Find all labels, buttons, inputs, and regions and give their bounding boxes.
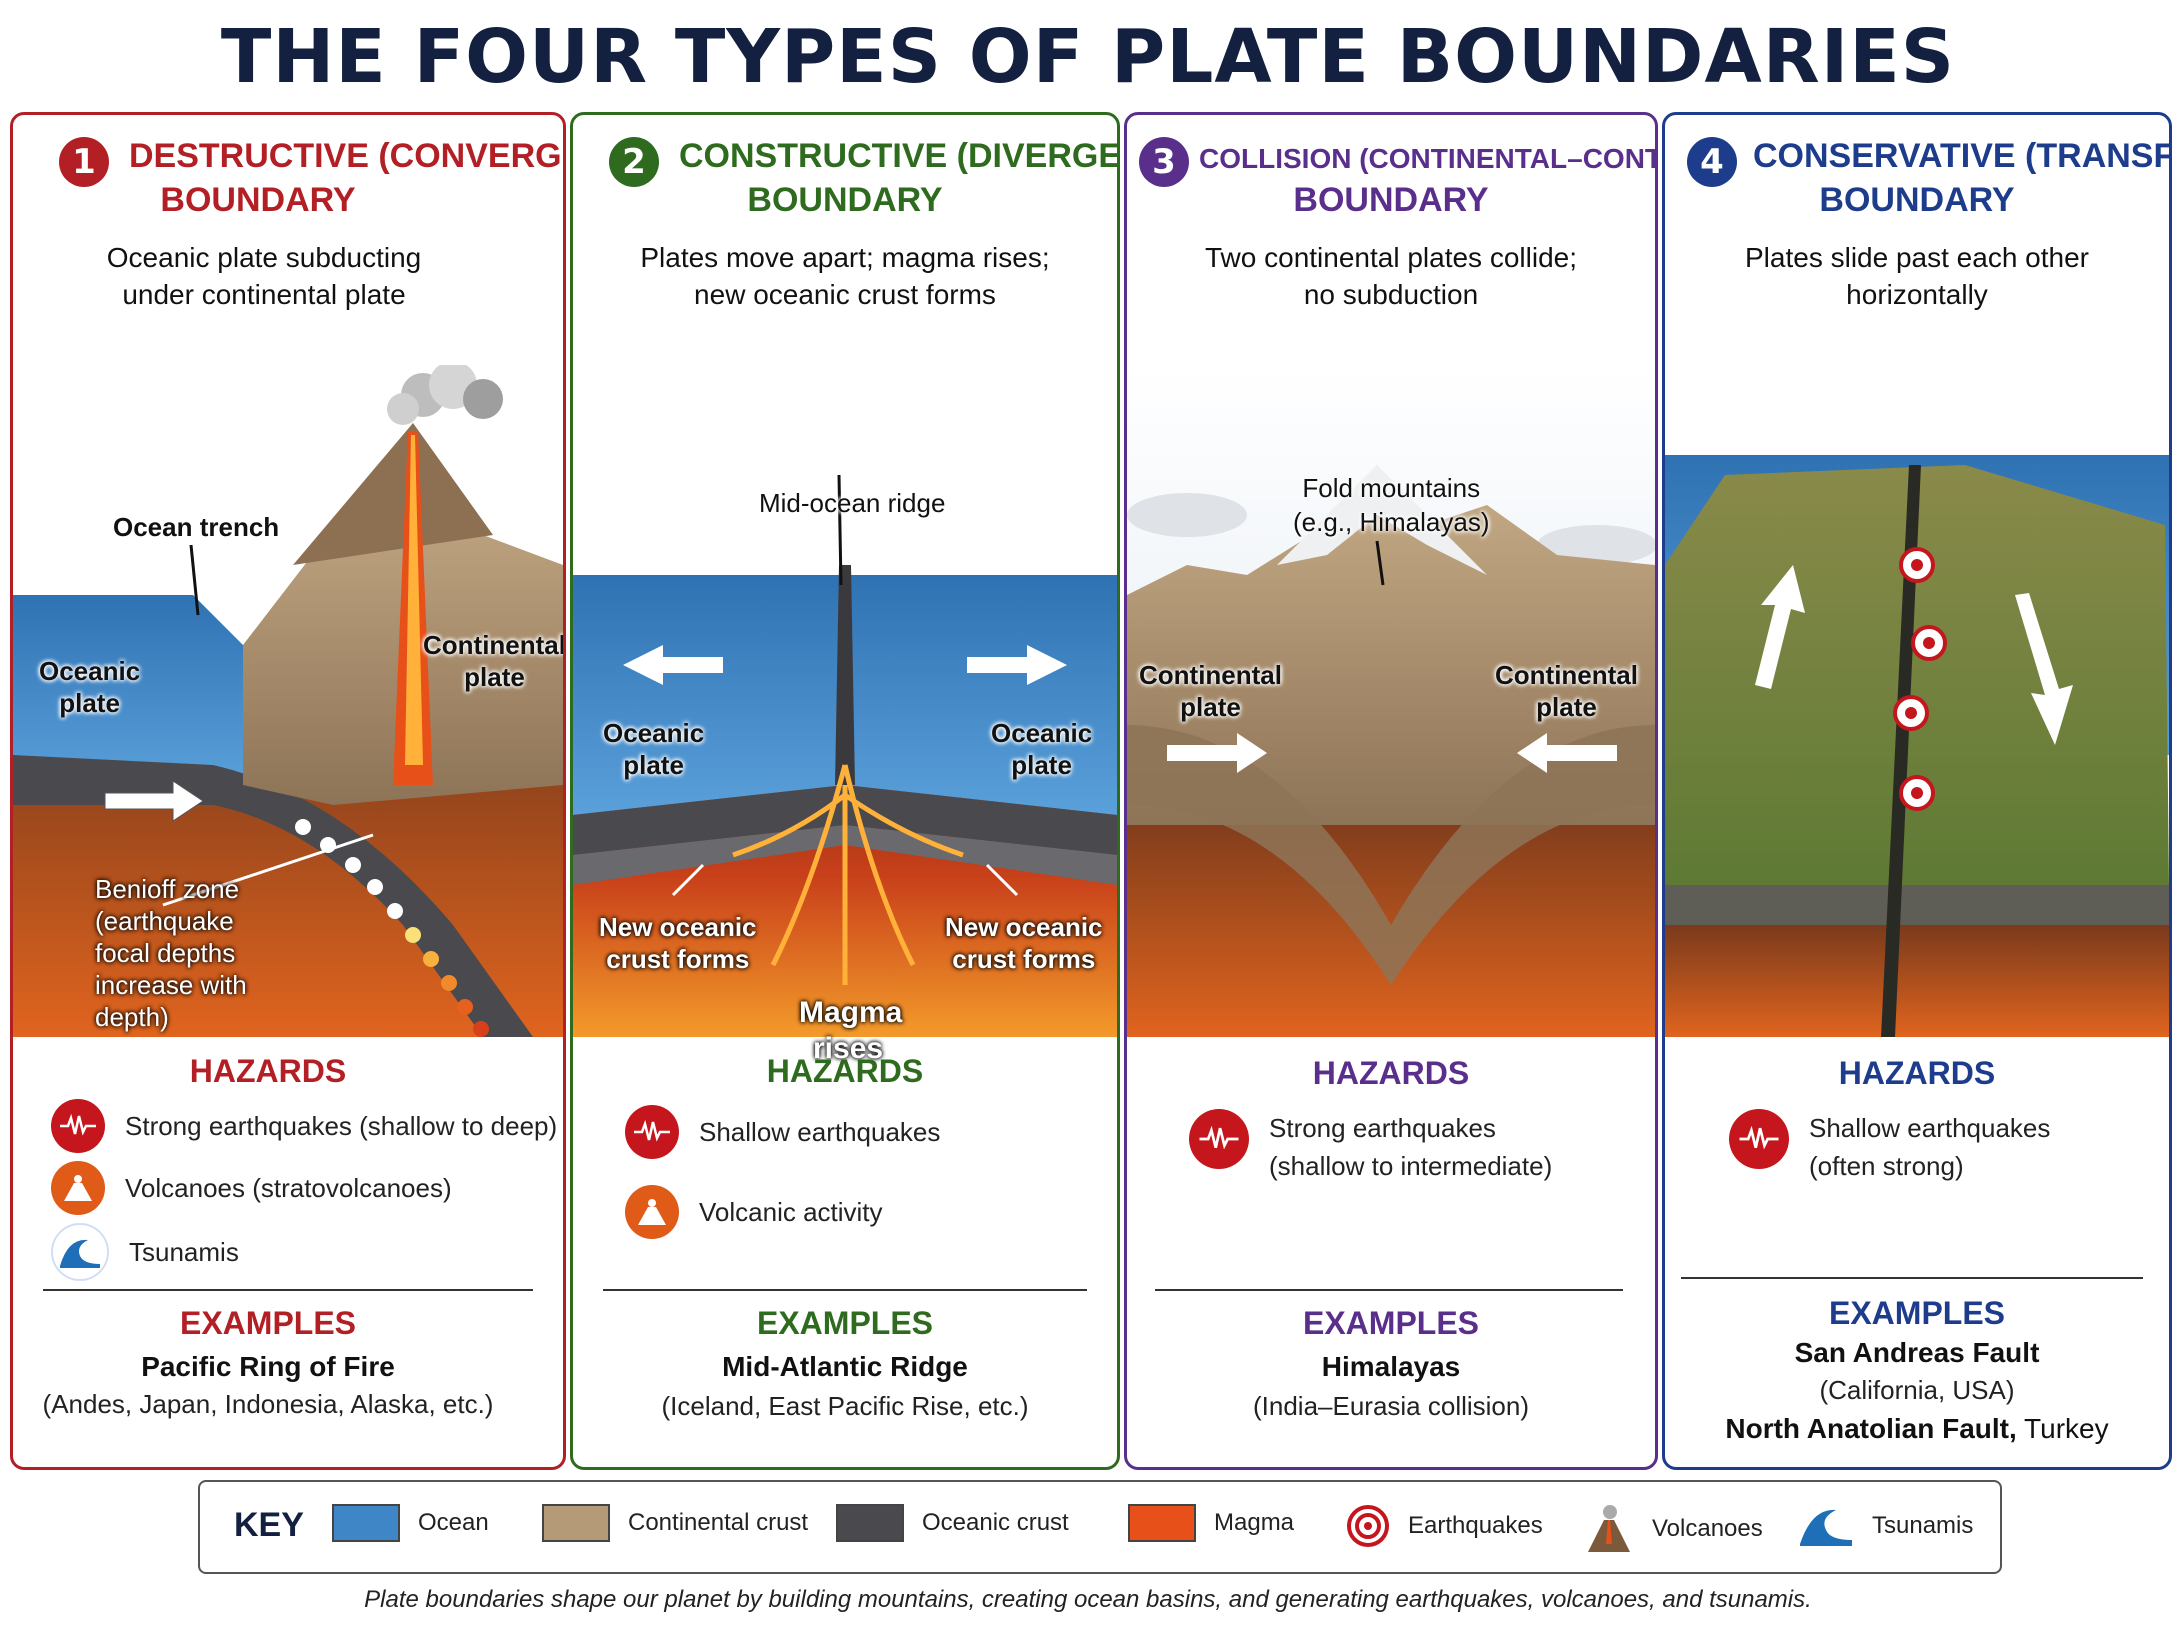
example-sub: (Iceland, East Pacific Rise, etc.)	[661, 1391, 1029, 1421]
key-title: KEY	[234, 1506, 304, 1544]
panel-subheading: BOUNDARY	[747, 181, 943, 219]
hazards-title: HAZARDS	[1312, 1055, 1470, 1091]
earthquake-icon	[625, 1105, 679, 1159]
key-item-continental-crust: Continental crust	[542, 1504, 808, 1542]
panel-description: Two continental plates collide; no subdu…	[1205, 242, 1577, 310]
key-item-oceanic-crust: Oceanic crust	[836, 1504, 1069, 1542]
panel-description: Oceanic plate subducting under continent…	[106, 242, 422, 310]
label-benioff-zone: Benioff zone (earthquake focal depths in…	[95, 874, 247, 1032]
hazard-item: Volcanic activity	[625, 1185, 883, 1239]
example-main: Himalayas	[1321, 1351, 1461, 1382]
panel-heading: CONSTRUCTIVE (DIVERGENT)	[679, 137, 1120, 175]
earthquake-icon	[1729, 1109, 1789, 1169]
volcano-icon	[1588, 1505, 1630, 1552]
volcano-icon	[51, 1161, 105, 1215]
label-new-crust-right: New oceanic crust forms	[945, 912, 1103, 974]
panel-heading: CONSERVATIVE (TRANSFORM)	[1753, 137, 2169, 175]
legend-key: KEY Ocean Continental crust Oceanic crus…	[198, 1480, 2002, 1574]
key-item-ocean: Ocean	[332, 1504, 489, 1542]
key-item-magma: Magma	[1128, 1504, 1294, 1542]
hazard-item: Tsunamis	[51, 1223, 239, 1281]
key-item-tsunamis: Tsunamis	[1798, 1504, 1973, 1548]
examples-title: EXAMPLES	[1828, 1295, 2006, 1331]
target-icon	[1347, 1505, 1389, 1547]
panel-subheading: BOUNDARY	[160, 181, 356, 219]
divider	[1155, 1289, 1623, 1291]
example-main: Mid-Atlantic Ridge	[722, 1351, 968, 1382]
key-item-volcanoes: Volcanoes	[1584, 1504, 1763, 1554]
hazard-item: Shallow earthquakes (often strong)	[1729, 1109, 2050, 1185]
label-continental-plate-left: Continental plate	[1139, 660, 1282, 722]
hazard-item: Strong earthquakes (shallow to intermedi…	[1189, 1109, 1552, 1185]
subduction-illustration: Ocean trench Oceanic plate Continental p…	[13, 365, 563, 1037]
earthquake-marker	[1893, 547, 1947, 811]
panel-heading: DESTRUCTIVE (CONVERGENT)	[129, 137, 563, 175]
magma-swatch	[1128, 1504, 1196, 1542]
label-continental-plate: Continental plate	[423, 630, 566, 692]
hazards-title: HAZARDS	[1838, 1055, 1996, 1091]
label-fold-mountains: Fold mountains (e.g., Himalayas)	[1293, 473, 1490, 537]
label-oceanic-plate: Oceanic plate	[39, 656, 141, 718]
footer-caption: Plate boundaries shape our planet by bui…	[364, 1586, 1812, 1613]
panel-destructive: 1 DESTRUCTIVE (CONVERGENT) BOUNDARY Ocea…	[10, 112, 566, 1470]
panel-description: Plates move apart; magma rises; new ocea…	[640, 242, 1050, 310]
label-magma-rises: Magma	[799, 996, 903, 1029]
earthquake-icon	[1189, 1109, 1249, 1169]
divider	[1681, 1277, 2143, 1279]
panel-constructive: 2 CONSTRUCTIVE (DIVERGENT) BOUNDARY Plat…	[570, 112, 1120, 1470]
page-title: THE FOUR TYPES OF PLATE BOUNDARIES	[220, 14, 1956, 100]
panel-number-badge: 2	[609, 137, 659, 187]
label-continental-plate-right: Continental plate	[1495, 660, 1638, 722]
collision-illustration: Fold mountains (e.g., Himalayas) Contine…	[1127, 365, 1655, 1037]
label-magma-rises-2: rises	[813, 1032, 884, 1065]
panel-number-badge: 3	[1139, 137, 1189, 187]
panel-subheading: BOUNDARY	[1819, 181, 2015, 219]
examples-title: EXAMPLES	[756, 1305, 934, 1341]
tsunami-icon	[51, 1223, 109, 1281]
divergent-illustration: Mid-ocean ridge Oceanic plate Oceanic pl…	[573, 365, 1117, 1037]
oceanic-crust-swatch	[836, 1504, 904, 1542]
label-mid-ocean-ridge: Mid-ocean ridge	[759, 488, 946, 518]
example-sub: (California, USA)	[1819, 1375, 2015, 1405]
panel-collision: 3 COLLISION (CONTINENTAL–CONTINENTAL) BO…	[1124, 112, 1658, 1470]
hazard-item: Shallow earthquakes	[625, 1105, 940, 1159]
divider	[43, 1289, 533, 1291]
example-sub: (India–Eurasia collision)	[1252, 1391, 1530, 1421]
label-new-crust-left: New oceanic crust forms	[599, 912, 757, 974]
hazards-title: HAZARDS	[766, 1053, 924, 1089]
panel-heading: COLLISION (CONTINENTAL–CONTINENTAL)	[1199, 143, 1655, 174]
label-oceanic-plate-right: Oceanic plate	[991, 718, 1093, 780]
ocean-swatch	[332, 1504, 400, 1542]
volcano-icon	[625, 1185, 679, 1239]
panel-subheading: BOUNDARY	[1293, 181, 1489, 219]
panel-number-badge: 1	[59, 137, 109, 187]
example-main: Pacific Ring of Fire	[141, 1351, 395, 1382]
earthquake-icon	[51, 1099, 105, 1153]
example-main-2: North Anatolian Fault, Turkey	[1725, 1413, 2109, 1444]
label-ocean-trench: Ocean trench	[113, 512, 280, 542]
divider	[603, 1289, 1087, 1291]
tsunami-icon	[1800, 1509, 1852, 1546]
panel-conservative: 4 CONSERVATIVE (TRANSFORM) BOUNDARY Plat…	[1662, 112, 2172, 1470]
label-oceanic-plate-left: Oceanic plate	[603, 718, 705, 780]
examples-title: EXAMPLES	[179, 1305, 357, 1341]
example-sub: (Andes, Japan, Indonesia, Alaska, etc.)	[42, 1389, 494, 1419]
hazard-item: Volcanoes (stratovolcanoes)	[51, 1161, 452, 1215]
example-main: San Andreas Fault	[1794, 1337, 2040, 1368]
transform-illustration	[1665, 365, 2169, 1037]
hazard-item: Strong earthquakes (shallow to deep)	[51, 1099, 557, 1153]
panel-description: Plates slide past each other horizontall…	[1745, 242, 2089, 310]
examples-title: EXAMPLES	[1302, 1305, 1480, 1341]
panel-number-badge: 4	[1687, 137, 1737, 187]
hazards-title: HAZARDS	[189, 1053, 347, 1089]
key-item-earthquakes: Earthquakes	[1346, 1504, 1543, 1548]
continental-crust-swatch	[542, 1504, 610, 1542]
